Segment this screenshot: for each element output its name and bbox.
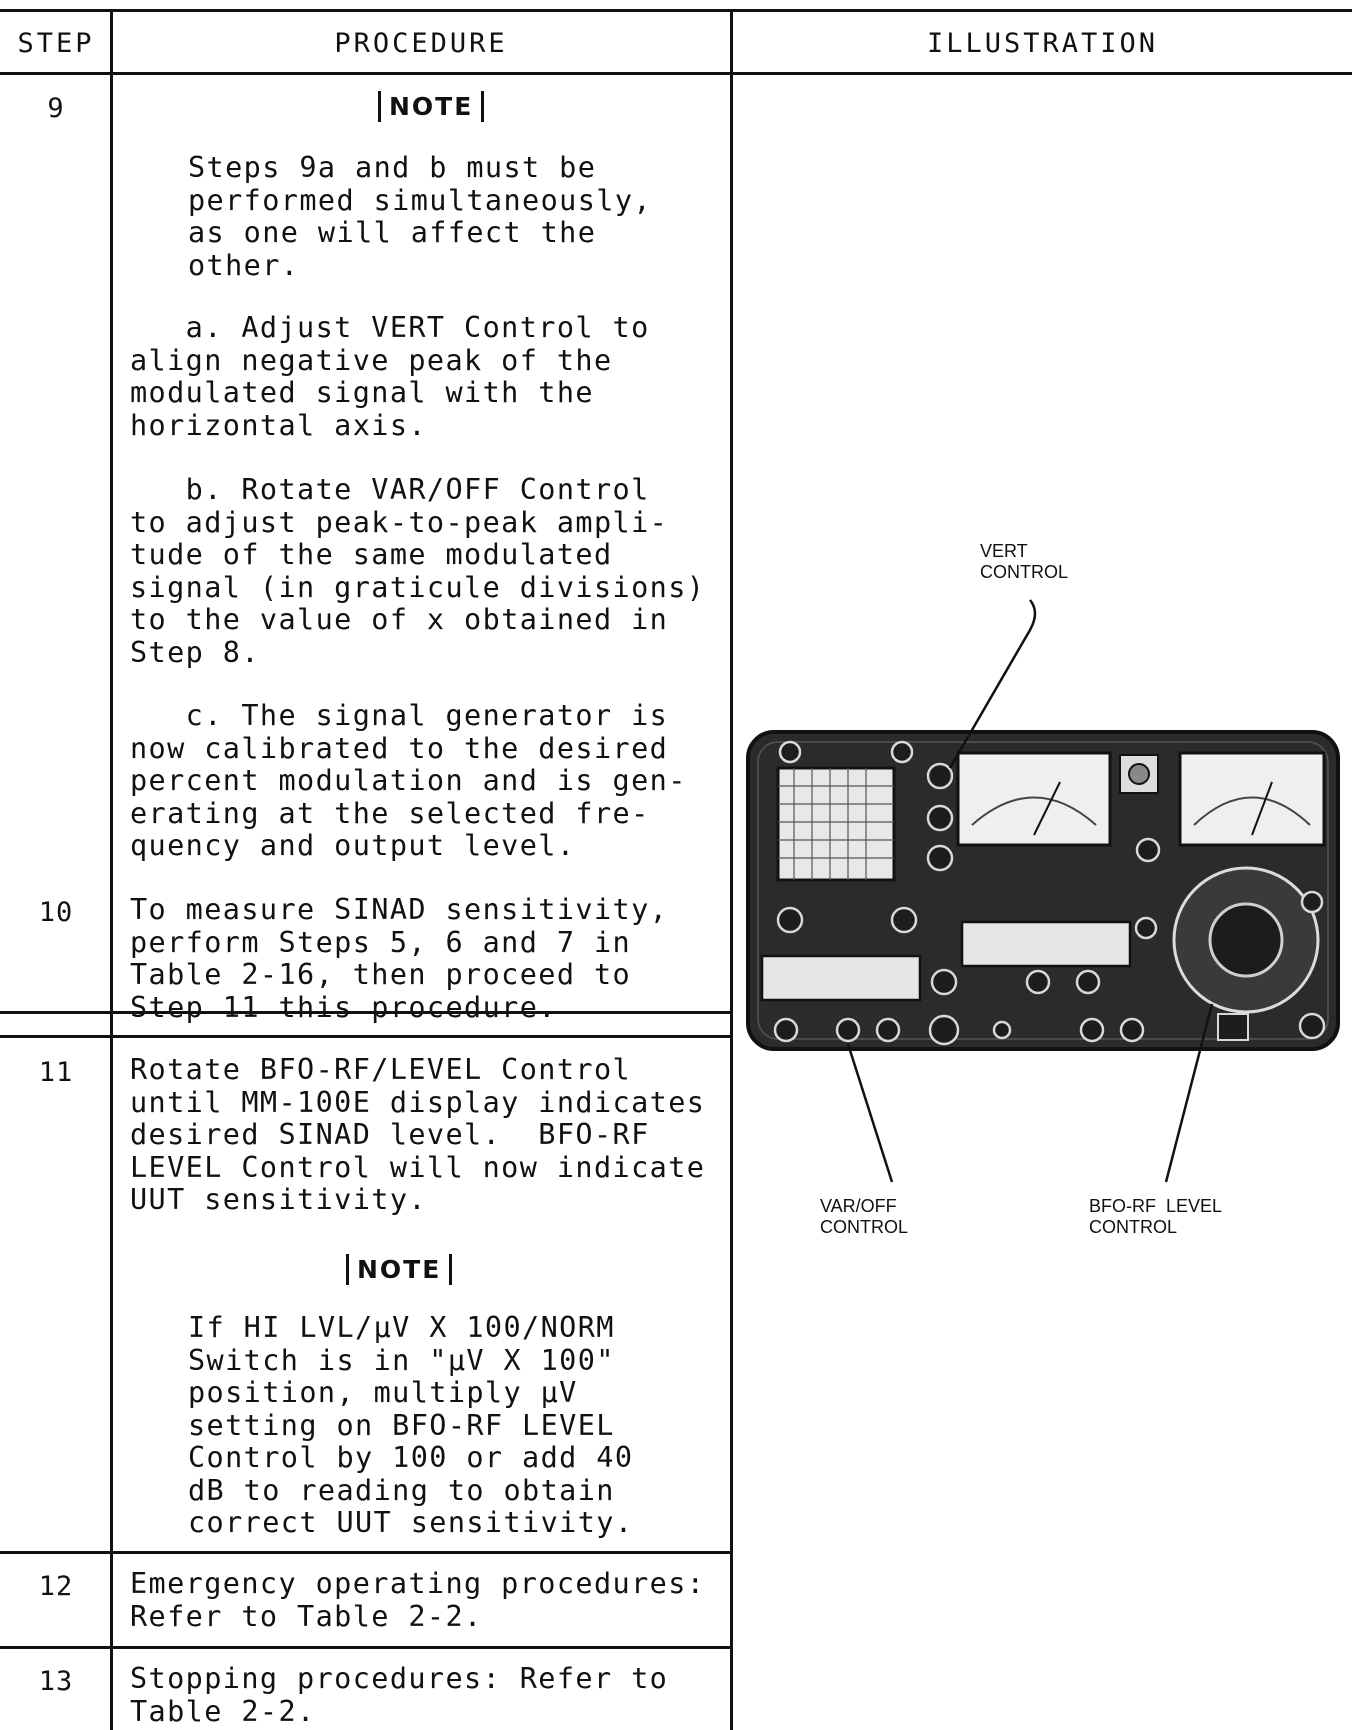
step-9a-text: a. Adjust VERT Control to align negative…: [130, 311, 650, 442]
step-number-13: 13: [38, 1666, 74, 1697]
bfo-rf-level-control-leader: [1164, 1003, 1214, 1183]
step-9c-text: c. The signal generator is now calibrate…: [130, 699, 687, 862]
note-label: NOTE: [346, 1254, 453, 1285]
step-number-12: 12: [38, 1571, 74, 1602]
header-procedure: PROCEDURE: [334, 28, 508, 59]
step-9b-text: b. Rotate VAR/OFF Control to adjust peak…: [130, 473, 706, 669]
step-10-text: To measure SINAD sensitivity, perform St…: [130, 893, 669, 1024]
step-column-divider: [110, 9, 113, 1730]
row-rule-12-13: [0, 1646, 733, 1649]
vert-control-callout: VERT CONTROL: [980, 541, 1069, 582]
var-off-control-callout: VAR/OFF CONTROL: [820, 1196, 909, 1237]
header-bottom-rule: [0, 72, 1352, 75]
step-13-text: Stopping procedures: Refer to Table 2-2.: [130, 1662, 669, 1728]
header-illustration: ILLUSTRATION: [926, 28, 1159, 59]
row-rule-11-12: [0, 1551, 733, 1554]
bfo-rf-level-control-callout: BFO-RF LEVEL CONTROL: [1089, 1196, 1223, 1237]
step-number-11: 11: [38, 1057, 74, 1088]
row-rule-10-11: [0, 1035, 733, 1038]
row-rule-9-10: [0, 1011, 733, 1014]
step-number-9: 9: [47, 93, 65, 124]
note-text-step-9: Steps 9a and b must be performed simulta…: [188, 151, 652, 282]
header-step: STEP: [17, 28, 95, 59]
vert-control-leader: [948, 599, 1037, 769]
note-text-step-11: If HI LVL/µV X 100/NORM Switch is in "µV…: [188, 1311, 634, 1539]
var-off-control-leader: [846, 1043, 894, 1183]
instrument-panel: [746, 730, 1340, 1051]
step-11-text: Rotate BFO-RF/LEVEL Control until MM-100…: [130, 1053, 706, 1216]
procedure-column-divider: [730, 9, 733, 1730]
table-top-rule: [0, 9, 1352, 12]
step-number-10: 10: [38, 897, 74, 928]
step-12-text: Emergency operating procedures: Refer to…: [130, 1567, 706, 1633]
note-label: NOTE: [378, 91, 485, 122]
